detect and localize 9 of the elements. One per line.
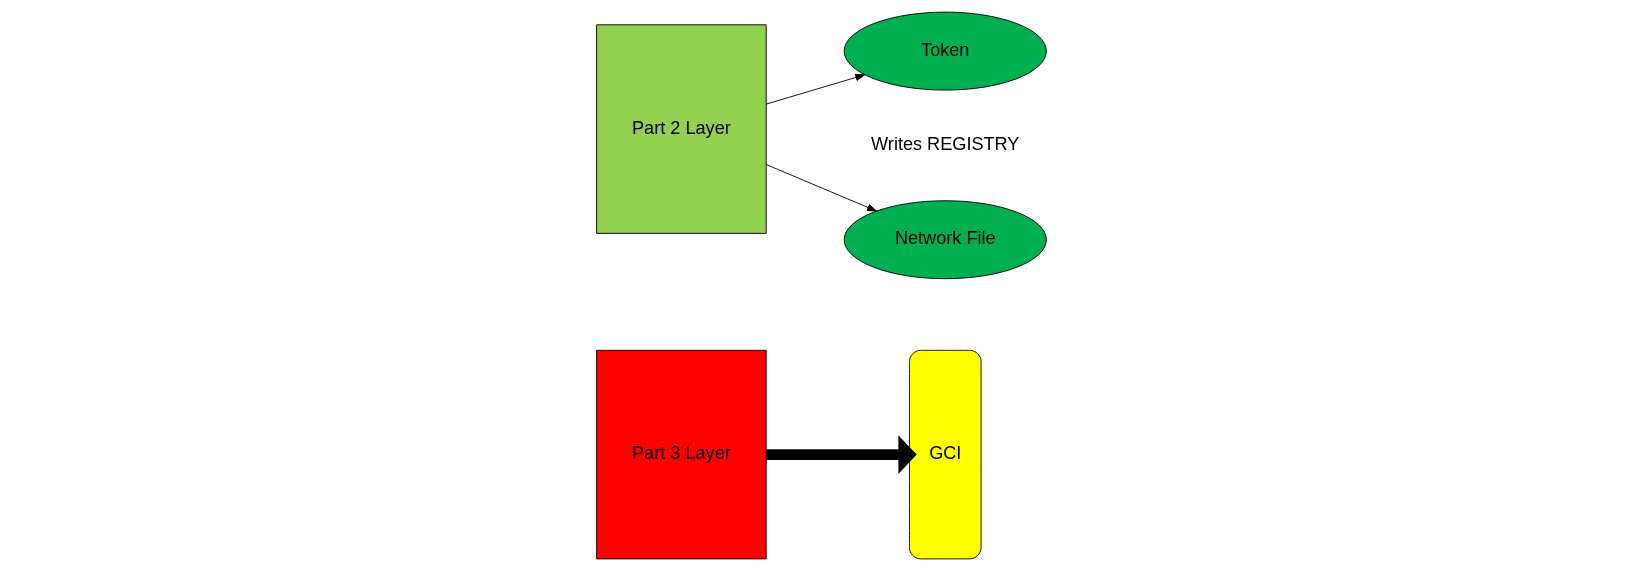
arrow xyxy=(765,73,866,105)
node-ellipse: Network File xyxy=(843,200,1047,280)
node-box: Part 3 Layer xyxy=(596,349,767,560)
node-ellipse: Token xyxy=(843,11,1047,91)
node-box: Part 2 Layer xyxy=(596,24,767,234)
node-box: GCI xyxy=(909,349,982,560)
label: Writes REGISTRY xyxy=(871,133,1020,154)
arrow xyxy=(766,435,917,474)
arrow xyxy=(765,164,878,212)
